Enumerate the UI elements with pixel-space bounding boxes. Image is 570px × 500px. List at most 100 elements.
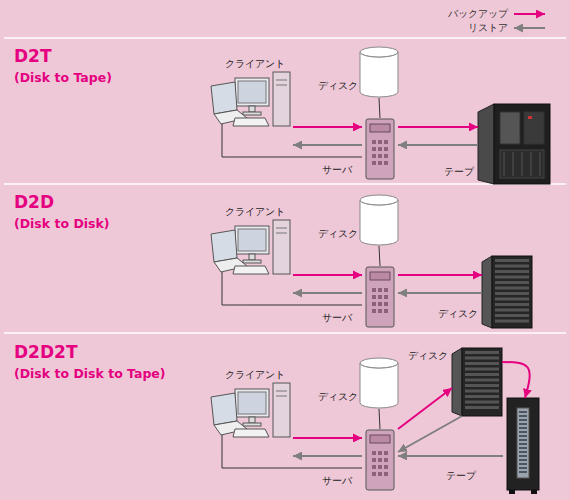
rack-slot (495, 314, 529, 317)
backup-arrow (293, 274, 362, 276)
network-wire (222, 150, 362, 157)
server-key (372, 140, 376, 144)
network-wire (222, 298, 362, 305)
network-wire (222, 461, 362, 468)
drive-slot (519, 435, 527, 437)
drive-slot (519, 455, 527, 457)
legend-sample (514, 27, 545, 29)
drive-foot (509, 490, 515, 494)
server-key (384, 451, 388, 455)
device-illustration (205, 72, 293, 150)
backup-arrow (398, 126, 478, 128)
backup-arrow (398, 274, 482, 276)
rack-slot (465, 384, 499, 387)
monitor-stand (249, 254, 255, 260)
section-subtitle: (Disk to Disk to Tape) (14, 366, 166, 381)
section-subtitle: (Disk to Tape) (14, 70, 112, 85)
server-key (384, 161, 388, 165)
monitor-base (243, 260, 261, 263)
drive-slot (276, 391, 287, 392)
legend-text: リストア (468, 22, 508, 34)
rack-slot (495, 276, 529, 279)
server-key (384, 302, 388, 306)
restore-arrow (398, 144, 478, 146)
server-key (372, 309, 376, 313)
library-rib (522, 152, 523, 176)
network-wire (379, 98, 380, 118)
rack-slot (465, 395, 499, 398)
rack-slot (465, 351, 499, 354)
disk-top (360, 358, 398, 368)
drive-slot (519, 467, 527, 469)
backup-arrow (398, 388, 452, 429)
device-label: ディスク (318, 228, 358, 240)
drive-slot (276, 80, 287, 81)
monitor-screen (238, 392, 266, 414)
tape-library: テープ (478, 104, 550, 184)
restore-arrow (293, 455, 362, 457)
disk-top (360, 47, 398, 57)
server-key (378, 302, 382, 306)
rack-slot (465, 357, 499, 360)
client-pc: クライアント (205, 383, 293, 461)
drive-slot (519, 463, 527, 465)
device-label: クライアント (225, 369, 285, 381)
server-key (372, 465, 376, 469)
rack-slot (495, 287, 529, 290)
server-case (366, 430, 394, 490)
section-title: D2D2T (14, 342, 77, 362)
server-case (366, 267, 394, 327)
section-title: D2D (14, 192, 54, 212)
rack-slot (495, 281, 529, 284)
server-key (384, 465, 388, 469)
server-key (372, 472, 376, 476)
drive-slot (519, 447, 527, 449)
library-door (500, 150, 544, 178)
library-window (500, 112, 520, 144)
library-rib (540, 152, 541, 176)
drive-slot (519, 411, 527, 413)
monitor-screen (238, 81, 266, 103)
rack-slot (465, 390, 499, 393)
server-key (378, 154, 382, 158)
laptop-screen (211, 230, 237, 262)
drive-slot (519, 471, 527, 473)
server-key (378, 288, 382, 292)
server-key (378, 140, 382, 144)
device-label: サーバ (322, 312, 352, 324)
drive-slot (519, 423, 527, 425)
disk-body (360, 200, 398, 245)
device-label: テープ (444, 166, 474, 178)
server-panel (370, 272, 390, 280)
server-key (372, 295, 376, 299)
server-key (384, 288, 388, 292)
section-title: D2T (14, 46, 52, 66)
device-illustration (362, 266, 398, 328)
pc-tower (273, 220, 290, 274)
monitor-base (243, 112, 261, 115)
drive-window (517, 408, 529, 478)
tape-drive: テープ (503, 398, 543, 494)
server-key (378, 472, 382, 476)
device-label: サーバ (322, 475, 352, 487)
disk-body (360, 52, 398, 97)
restore-arrow (398, 292, 482, 294)
device-illustration (360, 357, 398, 409)
restore-arrow (398, 455, 503, 457)
server-key (372, 147, 376, 151)
backup-arrow (293, 437, 362, 439)
restore-arrow (293, 144, 362, 146)
rack-slot (495, 303, 529, 306)
rack-slot (495, 259, 529, 262)
rack-slot (465, 406, 499, 409)
drive-slot (519, 451, 527, 453)
monitor (235, 226, 269, 254)
monitor (235, 78, 269, 106)
keyboard (233, 429, 269, 437)
laptop-screen (211, 393, 237, 425)
server-key (384, 309, 388, 313)
restore-arrow (293, 292, 362, 294)
library-led (528, 116, 532, 119)
library-panel (524, 112, 544, 144)
drive-slot (519, 439, 527, 441)
